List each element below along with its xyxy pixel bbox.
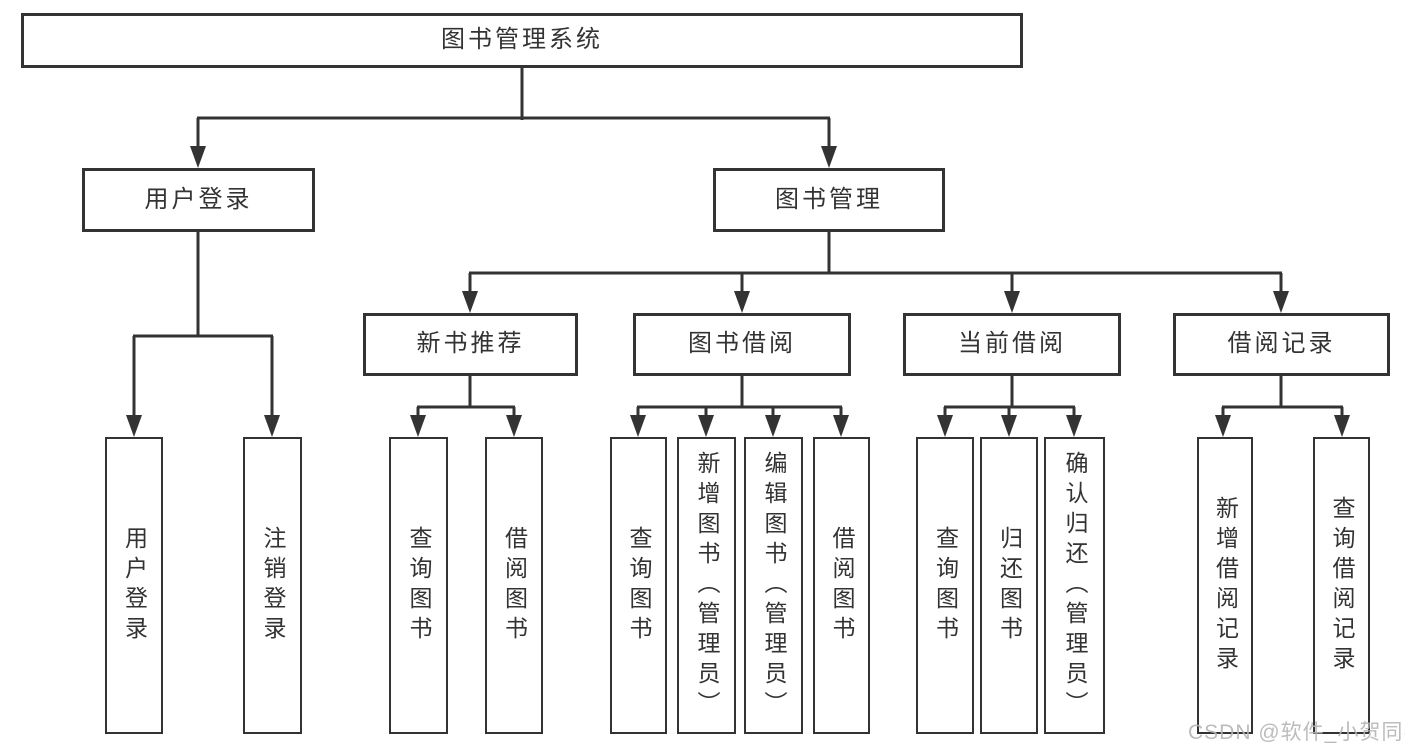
arrowhead-icon xyxy=(264,415,280,437)
leaf-borrow-books-1: 借阅图书 xyxy=(485,437,543,734)
arrowhead-icon xyxy=(734,291,750,313)
node-label: 新增图书（管理员） xyxy=(694,450,720,721)
watermark: CSDN @软件_小贺同学 xyxy=(1188,721,1405,744)
node-label: 借阅记录 xyxy=(1227,330,1336,358)
leaf-query-borrow-record: 查询借阅记录 xyxy=(1313,437,1370,734)
leaf-query-books-1: 查询图书 xyxy=(389,437,448,734)
node-borrowing-records: 借阅记录 xyxy=(1173,313,1390,376)
node-user-login-branch: 用户登录 xyxy=(82,168,315,232)
arrowhead-icon xyxy=(937,415,953,437)
leaf-user-login: 用户登录 xyxy=(105,437,163,734)
arrowhead-icon xyxy=(698,415,714,437)
arrowhead-icon xyxy=(1004,291,1020,313)
leaf-confirm-return-admin: 确认归还（管理员） xyxy=(1044,437,1105,734)
node-label: 查询图书 xyxy=(932,525,959,646)
node-book-borrowing: 图书借阅 xyxy=(633,313,851,376)
node-label: 注销登录 xyxy=(260,525,286,646)
node-label: 当前借阅 xyxy=(958,330,1066,358)
leaf-edit-books-admin: 编辑图书（管理员） xyxy=(744,437,803,734)
arrowhead-icon xyxy=(1273,291,1289,313)
arrowhead-icon xyxy=(1334,415,1350,437)
arrowhead-icon xyxy=(765,415,781,437)
node-label: 用户登录 xyxy=(144,185,253,213)
arrowhead-icon xyxy=(821,146,837,168)
node-label: 新书推荐 xyxy=(416,330,525,358)
arrowhead-icon xyxy=(506,415,522,437)
node-label: 图书管理系统 xyxy=(441,26,603,54)
arrowhead-icon xyxy=(630,415,646,437)
node-label: 查询图书 xyxy=(406,525,432,646)
node-label: 新增借阅记录 xyxy=(1212,495,1239,676)
node-book-management-branch: 图书管理 xyxy=(713,168,945,232)
node-label: 查询图书 xyxy=(626,525,652,646)
node-label: 查询借阅记录 xyxy=(1329,495,1355,676)
arrowhead-icon xyxy=(410,415,426,437)
node-library-management-system: 图书管理系统 xyxy=(21,13,1023,68)
arrowhead-icon xyxy=(1215,415,1231,437)
arrowhead-icon xyxy=(1001,415,1017,437)
arrowhead-icon xyxy=(462,291,478,313)
node-label: 用户登录 xyxy=(121,525,148,646)
leaf-logout: 注销登录 xyxy=(243,437,302,734)
leaf-query-books-2: 查询图书 xyxy=(610,437,667,734)
leaf-add-books-admin: 新增图书（管理员） xyxy=(677,437,736,734)
arrowhead-icon xyxy=(190,146,206,168)
node-label: 归还图书 xyxy=(996,525,1023,646)
node-label: 图书管理 xyxy=(775,185,883,213)
arrowhead-icon xyxy=(1066,415,1082,437)
node-current-borrowing: 当前借阅 xyxy=(903,313,1121,376)
node-label: 确认归还（管理员） xyxy=(1062,450,1088,721)
leaf-borrow-books-2: 借阅图书 xyxy=(813,437,870,734)
node-label: 图书借阅 xyxy=(688,330,796,358)
node-label: 编辑图书（管理员） xyxy=(761,450,787,721)
leaf-return-books: 归还图书 xyxy=(980,437,1038,734)
leaf-query-books-3: 查询图书 xyxy=(916,437,974,734)
arrowhead-icon xyxy=(833,415,849,437)
node-label: 借阅图书 xyxy=(501,525,528,646)
node-label: 借阅图书 xyxy=(829,525,855,646)
arrowhead-icon xyxy=(126,415,142,437)
leaf-add-borrow-record: 新增借阅记录 xyxy=(1197,437,1253,734)
node-new-book-recommendation: 新书推荐 xyxy=(363,313,578,376)
